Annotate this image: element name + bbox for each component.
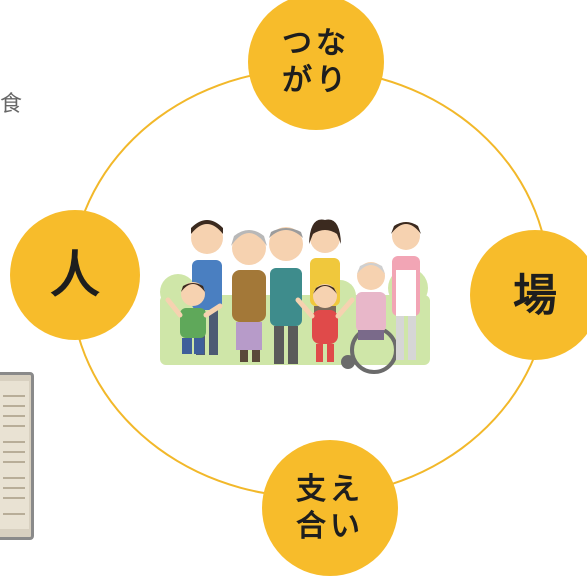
doc-line: [3, 497, 25, 499]
node-tsunagari-line1: つな: [282, 25, 350, 61]
person-girl: [295, 284, 355, 362]
family-group-icon: [160, 219, 430, 374]
person-boy: [165, 282, 223, 354]
node-ba-label: 場: [513, 269, 557, 321]
node-hito-label: 人: [50, 245, 100, 304]
person-grandfather: [269, 227, 303, 364]
doc-line: [3, 451, 25, 453]
doc-line: [3, 487, 25, 489]
node-sasaeai-line1: 支え: [296, 471, 364, 507]
node-sasaeai: 支え 合い: [262, 440, 398, 576]
doc-line: [3, 477, 25, 479]
node-hito: 人: [10, 210, 140, 340]
doc-line: [3, 513, 25, 515]
doc-line: [3, 461, 25, 463]
person-grandmother: [231, 230, 267, 362]
person-caregiver: [391, 222, 421, 360]
document-page: [0, 381, 29, 529]
node-ba: 場: [470, 230, 587, 360]
doc-line: [3, 415, 25, 417]
node-sasaeai-line2: 合い: [296, 509, 364, 544]
doc-line: [3, 395, 25, 397]
document-thumbnail: [0, 372, 34, 540]
doc-line: [3, 405, 25, 407]
person-wheelchair: [341, 262, 398, 374]
doc-line: [3, 441, 25, 443]
doc-line: [3, 425, 25, 427]
left-edge-text: 食: [0, 92, 23, 117]
node-tsunagari: つな がり: [248, 0, 384, 130]
node-tsunagari-line2: がり: [282, 63, 350, 98]
